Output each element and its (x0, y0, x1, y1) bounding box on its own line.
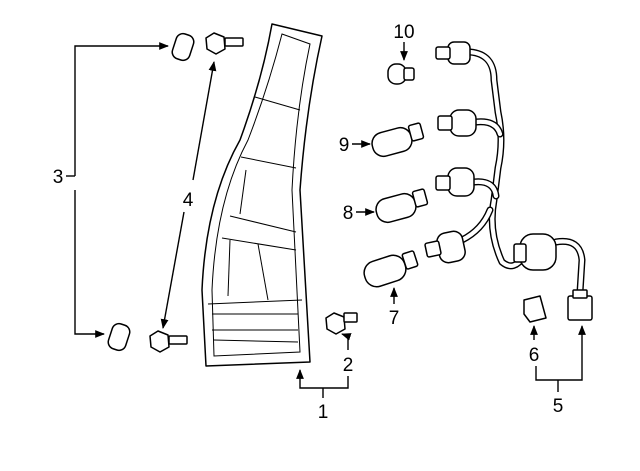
bolt-upper (205, 32, 244, 55)
bulb-7 (363, 250, 419, 288)
tail-lamp-housing (201, 23, 323, 367)
bulb-8 (375, 188, 429, 224)
connector-clip (523, 295, 547, 323)
callout-10: 10 (393, 22, 414, 43)
callout-3: 3 (53, 167, 64, 188)
callout-4: 4 (183, 190, 194, 211)
harness-connector (567, 289, 593, 321)
bolt-lower (149, 330, 188, 353)
leader-lines (66, 42, 586, 398)
callout-8: 8 (343, 203, 354, 224)
socket-large (513, 233, 557, 271)
socket-top (435, 41, 471, 65)
wiring-harness (424, 41, 593, 321)
bulb-9 (371, 122, 425, 158)
bulb-10 (387, 63, 415, 85)
grommet-upper (171, 32, 195, 62)
socket-lower (424, 230, 466, 264)
socket-middle (435, 167, 475, 197)
socket-upper (437, 109, 477, 137)
callout-2: 2 (343, 355, 354, 376)
callout-1: 1 (318, 402, 329, 423)
callout-9: 9 (339, 135, 350, 156)
callout-6: 6 (529, 345, 540, 366)
callout-7: 7 (389, 308, 400, 329)
callout-5: 5 (553, 396, 564, 417)
bolt-side (325, 312, 358, 335)
grommet-lower (107, 322, 131, 352)
